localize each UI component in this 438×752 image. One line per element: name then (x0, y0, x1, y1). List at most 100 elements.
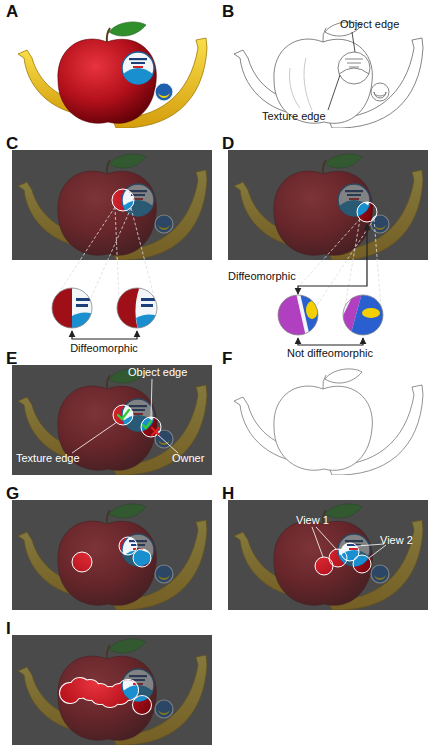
comparison-bracket (298, 224, 367, 294)
zoom-band (300, 293, 320, 337)
panel-g (12, 500, 212, 610)
zoom-sticker (341, 293, 385, 337)
panel-letter: I (6, 619, 11, 639)
object-edge-map (234, 369, 423, 475)
zoom-outline (278, 295, 318, 335)
zoom-print (141, 298, 155, 301)
check-mark (118, 410, 129, 419)
patch-outline (315, 557, 333, 575)
annotation-label: Diffeomorphic (228, 270, 296, 283)
zoom-outline (117, 288, 157, 328)
projection-line (316, 219, 374, 307)
patch-outline (133, 549, 151, 567)
annotation-label: Not diffeomorphic (287, 347, 373, 360)
panel-letter: B (222, 2, 234, 22)
projection-line (280, 219, 360, 307)
comparison-bracket (298, 338, 363, 345)
zoom-print (76, 304, 88, 307)
dimmed-photo (12, 500, 212, 610)
panel-h (228, 500, 428, 610)
panel-i (12, 635, 212, 745)
panel-letter: H (222, 484, 234, 504)
dimmed-photo (12, 365, 212, 475)
leader-line (158, 435, 178, 453)
leader-line (72, 422, 117, 453)
patch-outline (329, 549, 347, 567)
zoom-outline (52, 288, 92, 328)
annotation-label: Texture edge (262, 110, 326, 123)
panel-b (234, 22, 423, 128)
zoom-print (76, 298, 90, 301)
leader-line (352, 32, 355, 52)
patch-content (18, 369, 207, 475)
panel-letter: C (6, 134, 18, 154)
fruit-photo (18, 22, 207, 128)
panel-letter: A (6, 2, 18, 22)
zoom-sticker (135, 286, 159, 330)
panel-letter: E (6, 349, 17, 369)
patch-content (18, 504, 207, 610)
patch-outline (141, 417, 161, 437)
zoom-patch (50, 286, 96, 330)
edge-map (234, 22, 423, 128)
check-mark (143, 421, 151, 428)
annotation-label: Object edge (128, 366, 187, 379)
zoom-patch (341, 293, 385, 337)
panel-a (18, 22, 207, 128)
zoom-sticker (276, 293, 320, 337)
zoom-band (276, 293, 306, 337)
panel-letter: G (6, 484, 19, 504)
zoom-mark (306, 301, 318, 319)
panel-e (12, 365, 212, 475)
panel-f (234, 369, 423, 475)
patch-content (234, 154, 423, 260)
panel-c (12, 150, 212, 339)
projection-line (374, 219, 381, 307)
patch-content (234, 504, 423, 610)
leader-line (312, 527, 323, 557)
annotation-label: Owner (172, 452, 204, 465)
patch-outline (119, 537, 137, 555)
annotation-label: View 1 (296, 514, 329, 527)
zoom-print (141, 304, 153, 307)
zoom-mark (362, 308, 380, 318)
projection-line (90, 208, 131, 300)
leader-line (369, 545, 386, 558)
zoom-outline (343, 295, 383, 335)
leader-line (151, 379, 152, 417)
zoom-patch (115, 286, 159, 330)
leader-line (328, 75, 340, 110)
projection-line (115, 207, 119, 300)
patch-outline (113, 405, 133, 425)
patch-content (18, 154, 207, 260)
zoom-apple (50, 286, 74, 330)
cross-mark (152, 428, 159, 435)
zoom-band (350, 293, 385, 337)
panel-d (228, 150, 428, 345)
projection-line (54, 207, 115, 300)
dimmed-photo (228, 150, 428, 260)
zoom-sticker (72, 286, 96, 330)
patch-outline (72, 552, 92, 572)
projection-line (131, 208, 155, 300)
annotation-label: View 2 (380, 534, 413, 547)
projection-lines (280, 219, 381, 307)
panel-letter: D (222, 134, 234, 154)
annotation-label: Texture edge (16, 452, 80, 465)
leader-line (357, 544, 384, 546)
patch-content (18, 639, 207, 745)
zoom-patch (276, 293, 320, 337)
dimmed-photo (12, 635, 212, 745)
patch-outline (353, 555, 371, 573)
projection-line (345, 219, 360, 307)
dimmed-photo (12, 150, 212, 260)
comparison-bracket (72, 331, 137, 339)
dimmed-photo (228, 500, 428, 610)
annotation-label: Diffeomorphic (70, 342, 138, 355)
patch-outline (341, 543, 359, 561)
annotation-label: Object edge (340, 18, 399, 31)
leader-line (316, 527, 336, 549)
